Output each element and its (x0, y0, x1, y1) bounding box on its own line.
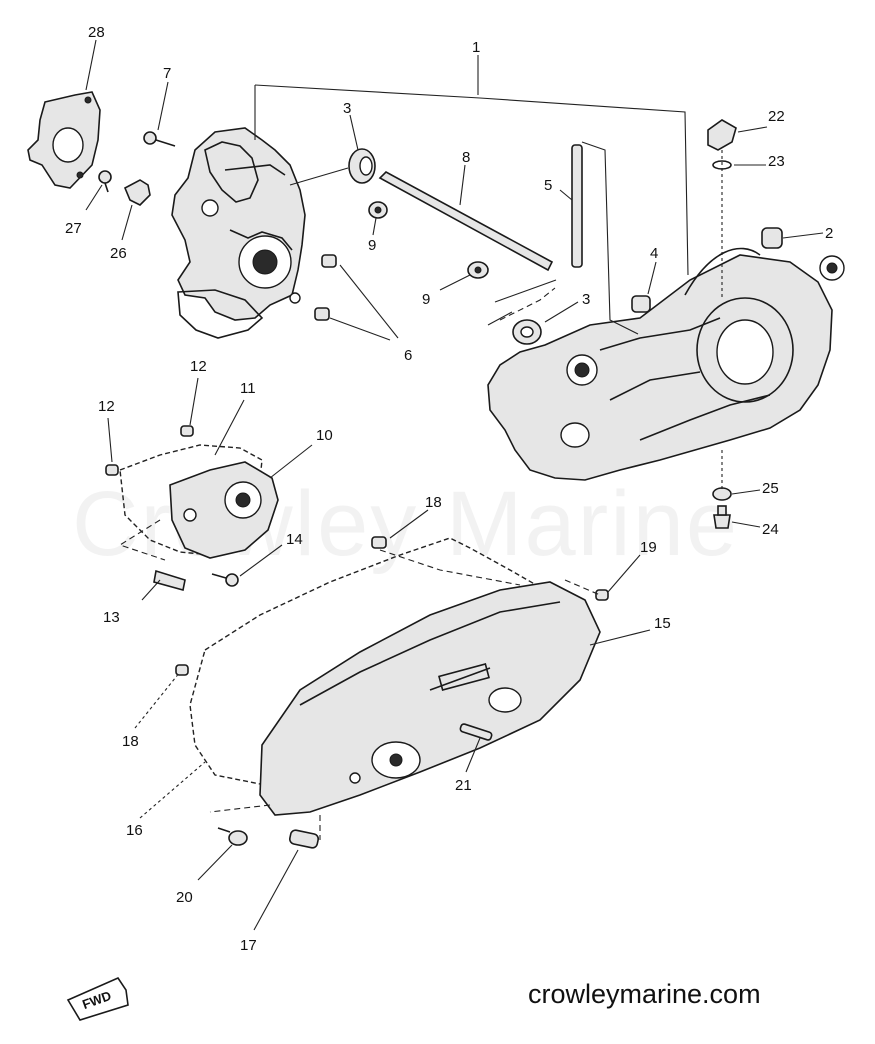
callout-12-lower: 12 (98, 398, 115, 415)
callout-17: 17 (240, 937, 257, 954)
cover-15-drawing (259, 581, 601, 816)
dowel-19-drawing (595, 589, 609, 601)
collar-4-drawing (631, 295, 651, 313)
callout-3-upper: 3 (343, 100, 351, 117)
callout-10: 10 (316, 427, 333, 444)
dowels-6-drawing (314, 254, 337, 321)
callout-20: 20 (176, 889, 193, 906)
callout-18-upper: 18 (425, 494, 442, 511)
callout-24: 24 (762, 521, 779, 538)
callout-19: 19 (640, 539, 657, 556)
callout-6: 6 (404, 347, 412, 364)
callout-15: 15 (654, 615, 671, 632)
pin-21-drawing (459, 723, 493, 741)
callout-21: 21 (455, 777, 472, 794)
callout-25: 25 (762, 480, 779, 497)
shaft-8-drawing (378, 171, 554, 272)
plug-2-drawing (761, 227, 783, 249)
seal-9-lower-drawing (467, 261, 489, 279)
bearing-3-lower-drawing (512, 319, 542, 345)
callout-27: 27 (65, 220, 82, 237)
dowels-12-drawing (105, 425, 194, 476)
callout-23: 23 (768, 153, 785, 170)
bolt-22-drawing (707, 119, 737, 151)
callout-4: 4 (650, 245, 658, 262)
fwd-label: FWD (80, 988, 113, 1012)
callout-14: 14 (286, 531, 303, 548)
callout-11: 11 (240, 380, 256, 397)
clip-26-drawing (123, 179, 151, 206)
leader-lines (85, 39, 824, 931)
callout-7: 7 (163, 65, 171, 82)
bolt-24-drawing (713, 505, 731, 529)
fwd-arrow-badge: FWD (66, 976, 129, 1021)
callout-9-upper: 9 (368, 237, 376, 254)
bolt-27-drawing (98, 170, 112, 193)
right-crankcase-drawing (487, 247, 845, 481)
callout-labels: 28 7 1 3 8 5 27 26 9 9 4 3 6 22 23 2 12 … (65, 24, 833, 954)
bolt-13-drawing (153, 569, 186, 591)
callout-1: 1 (472, 39, 480, 56)
washer-25-drawing (712, 487, 732, 501)
callout-9-lower: 9 (422, 291, 430, 308)
plate-28-drawing (27, 91, 101, 189)
callout-12-upper: 12 (190, 358, 207, 375)
callout-2: 2 (825, 225, 833, 242)
left-crankcase-drawing (171, 127, 306, 339)
callout-22: 22 (768, 108, 785, 125)
cover-10-drawing (169, 461, 279, 559)
bolt-14-drawing (211, 573, 239, 587)
dowels-18-drawing (175, 536, 387, 676)
pin-5-drawing (571, 144, 583, 268)
callout-16: 16 (126, 822, 143, 839)
callout-26: 26 (110, 245, 127, 262)
callout-28: 28 (88, 24, 105, 41)
callout-3-lower: 3 (582, 291, 590, 308)
part-20-drawing (217, 827, 248, 846)
callout-8: 8 (462, 149, 470, 166)
callout-18-lower: 18 (122, 733, 139, 750)
callout-5: 5 (544, 177, 552, 194)
part-17-drawing (288, 829, 320, 849)
bearing-3-upper-drawing (348, 148, 376, 184)
bolt-7-drawing (143, 131, 176, 147)
callout-13: 13 (103, 609, 120, 626)
seal-9-upper-drawing (368, 201, 388, 219)
site-url-label: crowleymarine.com (528, 979, 761, 1009)
